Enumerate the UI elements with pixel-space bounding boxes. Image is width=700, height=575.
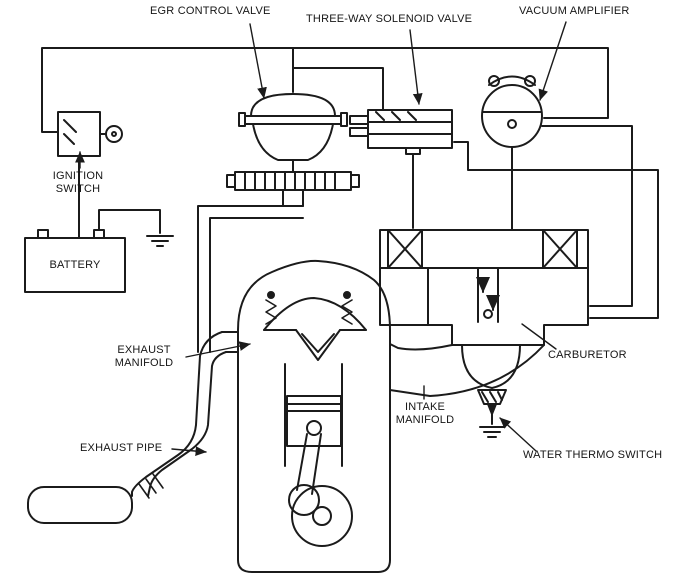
leader-lines: [75, 21, 567, 456]
solenoid-valve-drawing: [349, 109, 453, 155]
intake-manifold-drawing: [389, 343, 545, 397]
label-vacuum-amplifier: VACUUM AMPLIFIER: [519, 5, 630, 17]
label-water-thermo-switch: WATER THERMO SWITCH: [523, 449, 663, 461]
battery-drawing: [24, 209, 174, 293]
label-egr-control-valve: EGR CONTROL VALVE: [150, 5, 271, 17]
vacuum-amplifier-drawing: [481, 75, 543, 148]
vacuum-hose-lines: [41, 47, 659, 319]
engine-drawing: [237, 259, 391, 573]
label-battery: BATTERY: [49, 259, 101, 271]
label-exhaust-pipe: EXHAUST PIPE: [80, 442, 163, 454]
label-exhaust-manifold: EXHAUST MANIFOLD: [114, 344, 174, 369]
label-carburetor: CARBURETOR: [548, 349, 627, 361]
label-ignition-switch: IGNITION SWITCH: [52, 170, 104, 195]
exhaust-pipe-drawing: [27, 331, 239, 524]
label-intake-manifold: INTAKE MANIFOLD: [395, 401, 455, 426]
label-three-way-solenoid-valve: THREE-WAY SOLENOID VALVE: [306, 13, 473, 25]
egr-valve-drawing: [197, 93, 360, 353]
carburetor-drawing: [379, 229, 589, 346]
water-thermo-switch-drawing: [461, 344, 521, 438]
ignition-switch-drawing: [57, 111, 123, 239]
